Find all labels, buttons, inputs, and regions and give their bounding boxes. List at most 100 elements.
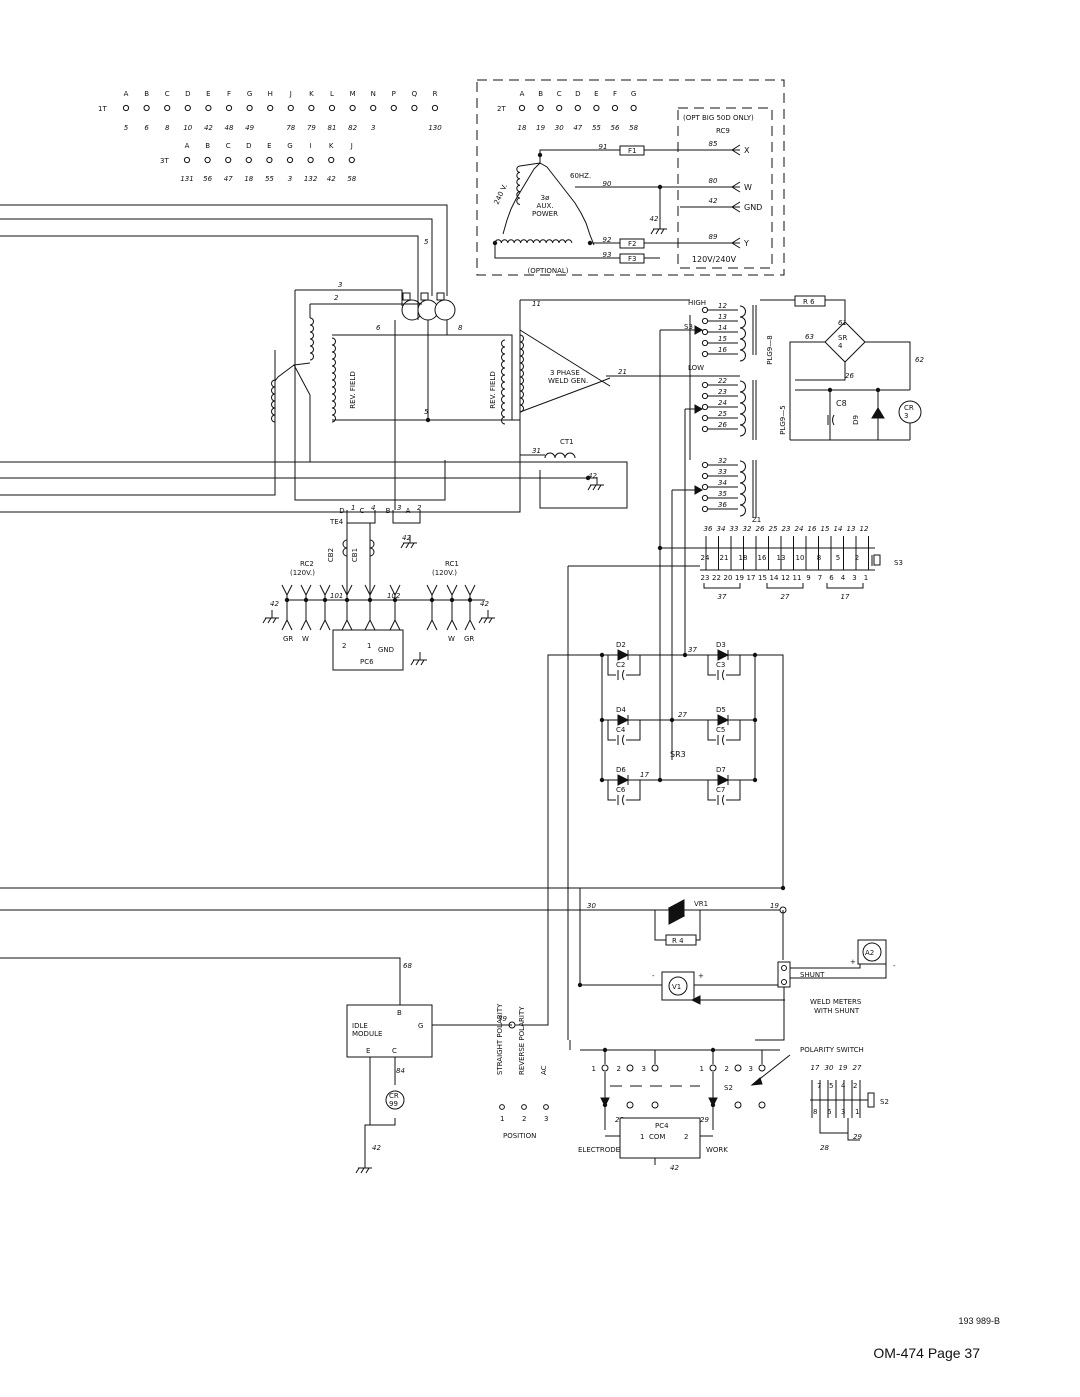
electrode-label: ELECTRODE <box>578 1146 620 1154</box>
plug-label: PLG9—8 <box>766 335 774 364</box>
wire-number: 4 <box>371 504 375 512</box>
position-label: POSITION <box>503 1132 536 1140</box>
wire-number: 82 <box>348 124 357 132</box>
meters-label: WITH SHUNT <box>814 1007 860 1015</box>
gen-label: AUX. <box>537 202 554 210</box>
lead <box>0 235 419 296</box>
diode-icon <box>717 649 730 661</box>
diode-label: D5 <box>716 706 726 714</box>
wire <box>707 720 716 741</box>
wire-number: 5 <box>124 124 129 132</box>
terminal-point <box>267 104 274 112</box>
terminal-letter: D <box>185 90 190 98</box>
tap-terminal <box>701 381 709 389</box>
wire <box>607 655 616 676</box>
pin-number: 21 <box>720 554 729 562</box>
pin-number: 1 <box>864 574 868 582</box>
wire <box>346 510 376 524</box>
wire <box>696 910 701 941</box>
com-label: COM <box>649 1133 665 1141</box>
te4-letter: A <box>406 507 411 515</box>
terminal-strip-name: 2T <box>497 105 506 113</box>
terminal-letter: J <box>289 90 292 98</box>
ground-icon <box>415 659 420 666</box>
wire-number: 34 <box>717 525 726 533</box>
ground-icon <box>488 617 493 624</box>
capacitor-label: C5 <box>716 726 725 734</box>
switch-contact <box>709 1064 717 1072</box>
wire-number: 24 <box>795 525 804 533</box>
work-label: WORK <box>706 1146 728 1154</box>
ground-icon <box>478 617 483 624</box>
plug-pin-icon <box>464 584 476 597</box>
wire-number: 19 <box>770 902 779 910</box>
capacitor-icon <box>622 669 625 681</box>
wire-number: 81 <box>328 124 337 132</box>
terminal-point <box>287 104 294 112</box>
plug-pin-icon <box>281 584 293 597</box>
ammeter-dial <box>862 942 882 962</box>
tap-number: 34 <box>718 479 727 487</box>
diode-label: D3 <box>716 641 726 649</box>
wire-number: 30 <box>555 124 564 132</box>
wire-number: 36 <box>704 525 713 533</box>
resistor-label: R 6 <box>803 298 815 306</box>
wire-number: 42 <box>402 534 411 542</box>
pin-number: 9 <box>806 574 810 582</box>
diode-label: D2 <box>616 641 626 649</box>
tap-terminal <box>701 339 709 347</box>
plus-sign: + <box>698 972 704 980</box>
fuse-label: F2 <box>628 240 636 248</box>
terminal-point <box>225 104 233 112</box>
tap-terminal <box>701 403 709 411</box>
junction-dot <box>602 1047 608 1053</box>
junction-dot <box>669 717 675 723</box>
plug-pin-icon <box>426 618 438 631</box>
output-label: X <box>744 146 750 155</box>
capacitor-icon <box>722 669 725 681</box>
gnd-label: GND <box>378 646 394 654</box>
wire <box>494 243 620 259</box>
reactor-winding <box>739 380 746 437</box>
terminal-point <box>246 104 253 112</box>
tap-number: 36 <box>718 501 727 509</box>
terminal-point <box>411 104 418 112</box>
ground-icon <box>420 659 425 666</box>
wire <box>865 341 911 390</box>
varistor-vr1-icon <box>668 907 686 925</box>
pin-number: 14 <box>770 574 779 582</box>
te4-letter: D <box>339 507 344 515</box>
gen-label: WELD GEN. <box>548 377 588 385</box>
tap-number: 26 <box>718 421 727 429</box>
ground-icon <box>660 228 665 235</box>
volts-label: 120V/240V <box>692 255 737 264</box>
switch-contact <box>734 1064 742 1072</box>
ground-icon <box>360 1167 365 1174</box>
wire-number: 15 <box>821 525 830 533</box>
terminal-letter: I <box>310 142 312 150</box>
breaker-cb2 <box>342 539 348 557</box>
wire <box>519 162 541 167</box>
mode-label: STRAIGHT POLARITY <box>496 1003 504 1075</box>
common-wire: 27 <box>781 593 790 601</box>
tap-terminal <box>701 350 709 358</box>
ground-icon <box>267 617 272 624</box>
terminal-letter: Q <box>412 90 418 98</box>
contact-number: 1 <box>592 1065 596 1073</box>
terminal-letter: A <box>185 142 190 150</box>
terminal-letter: B <box>538 90 543 98</box>
terminal-strip-name: 1T <box>98 105 107 113</box>
plug-pin-icon <box>389 618 401 631</box>
mode-indicator <box>543 1104 549 1110</box>
wire-number: 18 <box>518 124 527 132</box>
terminal-letter: F <box>613 90 617 98</box>
varistor-label: VR1 <box>694 900 708 908</box>
wire-number: 42 <box>204 124 213 132</box>
output-pin <box>731 201 741 213</box>
common-link <box>819 1118 848 1134</box>
terminal-point <box>518 104 526 112</box>
junction-dot <box>780 885 786 891</box>
wire-number: 27 <box>678 711 687 719</box>
terminal-letter: K <box>309 90 314 98</box>
